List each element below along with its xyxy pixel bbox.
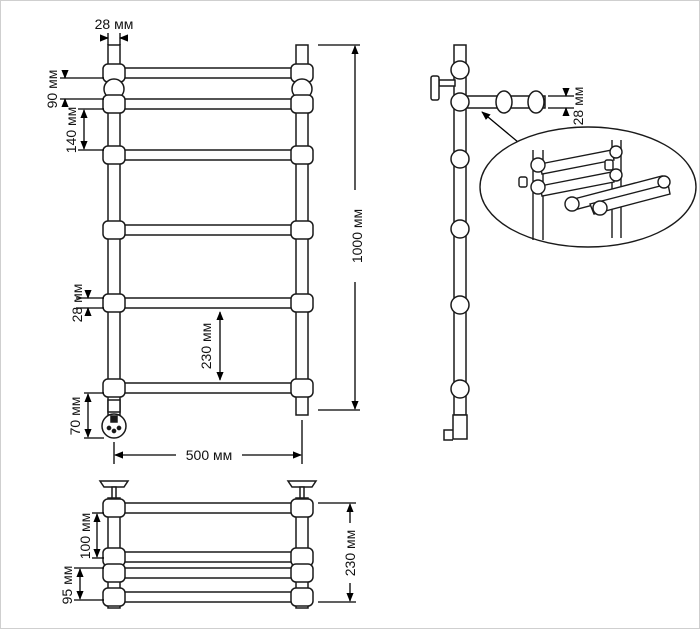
front-view — [101, 44, 314, 439]
side-view — [430, 44, 546, 441]
dim-pipe-diameter: 28 мм — [95, 16, 134, 32]
detail-view — [479, 126, 697, 248]
dim-height: 1000 мм — [349, 209, 365, 263]
joints — [102, 63, 314, 398]
dim-top-gap: 90 мм — [44, 70, 60, 109]
dim-rung-diameter: 28 мм — [69, 284, 85, 323]
rung — [117, 67, 299, 79]
rung — [117, 98, 299, 110]
rung — [117, 149, 299, 161]
front-dimensions — [60, 33, 360, 464]
dim-width: 500 мм — [186, 447, 233, 463]
dim-rail-diameter: 28 мм — [570, 87, 586, 126]
dim-spacing-b: 95 мм — [59, 566, 75, 605]
dim-spacing-a: 100 мм — [77, 513, 93, 560]
side-joints — [450, 60, 470, 399]
top-wall-mounts — [98, 480, 318, 500]
dim-depth: 230 мм — [342, 530, 358, 577]
side-bottom-connector — [443, 414, 468, 441]
rung — [117, 297, 299, 309]
top-dimensions — [74, 502, 356, 603]
dim-rung-spacing-top: 140 мм — [63, 107, 79, 154]
rung — [117, 382, 299, 394]
dim-connector-height: 70 мм — [67, 397, 83, 436]
wall-bracket — [430, 75, 456, 101]
rung — [117, 224, 299, 236]
bottom-connector — [101, 399, 127, 439]
dim-rung-spacing-lower: 230 мм — [198, 323, 214, 370]
top-view — [98, 480, 318, 609]
